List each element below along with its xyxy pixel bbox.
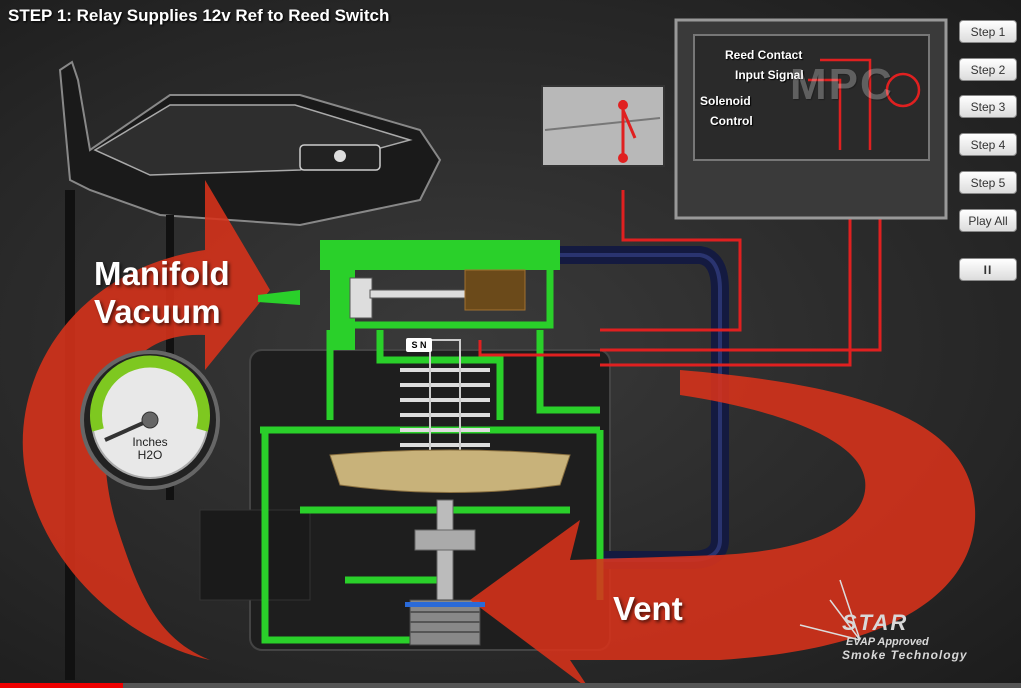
- pressure-gauge: [80, 350, 220, 490]
- logo-starburst: [799, 579, 861, 641]
- gauge-label-line1: Inches: [132, 435, 168, 449]
- switch-magnet-mark: S N: [406, 338, 432, 352]
- pause-button[interactable]: II: [959, 258, 1017, 281]
- step-4-button[interactable]: Step 4: [959, 133, 1017, 156]
- manifold-arrow: [22, 180, 270, 660]
- step-3-button[interactable]: Step 3: [959, 95, 1017, 118]
- step-5-button[interactable]: Step 5: [959, 171, 1017, 194]
- manifold-label-line1: Manifold: [94, 255, 230, 292]
- pcm-label-solenoid: Solenoid: [700, 94, 751, 108]
- canister-graphic: [58, 60, 442, 227]
- logo-approved-text: EVAP Approved: [846, 636, 929, 648]
- vent-label: Vent: [613, 590, 683, 627]
- gauge-label-line2: H2O: [137, 448, 163, 462]
- signal-wires: [478, 190, 882, 367]
- step-2-button[interactable]: Step 2: [959, 58, 1017, 81]
- video-progress-bar[interactable]: [0, 683, 1021, 688]
- step-1-button[interactable]: Step 1: [959, 20, 1017, 43]
- logo-star-text: STAR: [842, 610, 909, 635]
- reed-switch-inset: [541, 85, 665, 167]
- pcm-module-text: MPC: [790, 60, 894, 109]
- play-all-button[interactable]: Play All: [959, 209, 1017, 232]
- step-title: STEP 1: Relay Supplies 12v Ref to Reed S…: [8, 6, 390, 25]
- star-logo: STAR EVAP Approved Smoke Technology: [842, 610, 968, 662]
- gauge-units-label: Inches H2O: [120, 436, 180, 462]
- spring-graphic: [400, 368, 490, 447]
- logo-tech-text: Smoke Technology: [842, 648, 968, 662]
- manifold-label-line2: Vacuum: [94, 293, 221, 330]
- video-progress-fill: [0, 683, 123, 688]
- pcm-module: [674, 18, 948, 220]
- pcm-label-input-signal: Input Signal: [735, 68, 804, 82]
- manifold-vacuum-label: Manifold Vacuum: [94, 255, 230, 331]
- pcm-label-control: Control: [710, 114, 753, 128]
- pcm-label-reed-contact: Reed Contact: [725, 48, 803, 62]
